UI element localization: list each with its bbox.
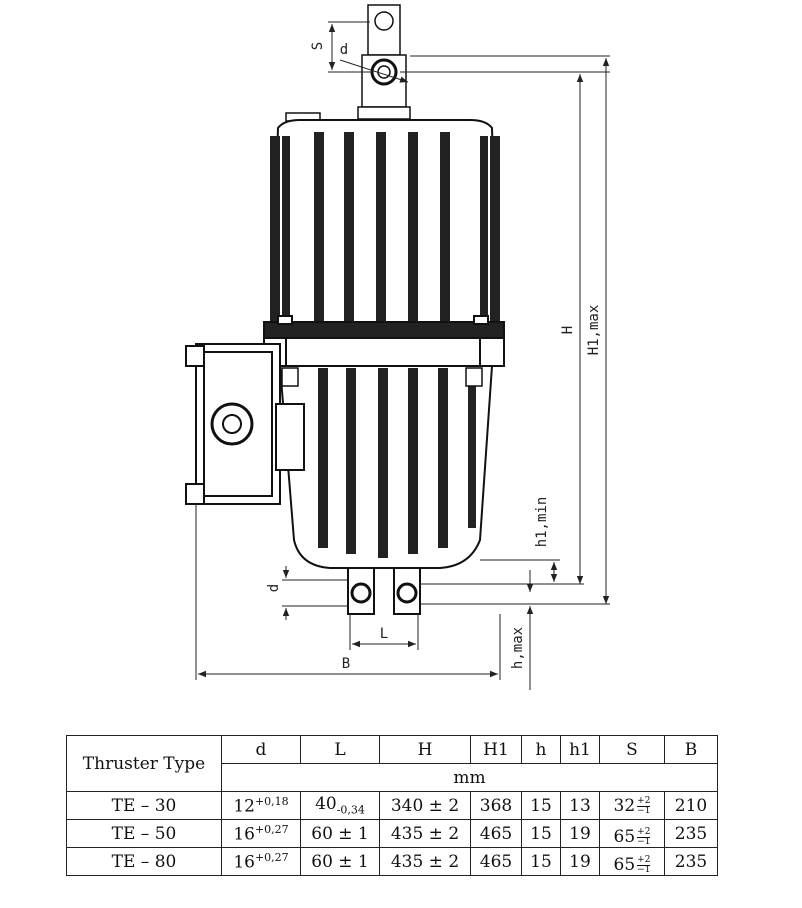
S-tol-up: +2	[637, 827, 651, 838]
S-cell: 32+2−1	[599, 791, 665, 820]
S-tol-down: −1	[637, 865, 651, 875]
d-tolerance: +0,18	[254, 794, 289, 808]
S-tol-down: −1	[637, 837, 651, 847]
table-row: TE – 30 12+0,18 40-0,34 340 ± 2 368 15 1…	[66, 791, 718, 820]
S-tolerance: +2−1	[637, 855, 651, 875]
col-header-h1: h1	[560, 735, 600, 764]
bottom-clevis	[347, 567, 421, 615]
col-header-L: L	[300, 735, 380, 764]
h-cell: 15	[521, 819, 561, 848]
dim-label-B: B	[342, 656, 350, 672]
d-base: 16	[233, 824, 255, 845]
type-cell: TE – 50	[66, 819, 222, 848]
col-header-H1: H1	[470, 735, 522, 764]
h-cell: 15	[521, 791, 561, 820]
thruster-technical-drawing: S d H H1,max h1,min d L h,max B	[185, 4, 610, 690]
S-tolerance: +2−1	[637, 795, 651, 816]
lower-housing	[278, 365, 494, 569]
h1-cell: 13	[560, 791, 600, 820]
h1-cell: 19	[560, 819, 600, 848]
thruster-type-header: Thruster Type	[66, 735, 222, 792]
S-cell: 65+2−1	[599, 847, 665, 876]
col-header-d: d	[221, 735, 301, 764]
top-eye-clevis	[357, 4, 411, 120]
d-cell: 16+0,27	[221, 819, 301, 848]
S-tolerance: +2−1	[637, 827, 651, 847]
h1-cell: 19	[560, 847, 600, 876]
d-tolerance: +0,27	[254, 850, 289, 864]
L-base: 40	[315, 794, 337, 815]
H-cell: 435 ± 2	[379, 847, 471, 876]
dimension-lines	[195, 21, 610, 690]
table-row: TE – 80 16+0,27 60 ± 1 435 ± 2 465 15 19…	[66, 847, 718, 876]
B-cell: 235	[664, 819, 718, 848]
S-tol-up: +2	[637, 855, 651, 866]
unit-cell: mm	[221, 763, 718, 792]
center-flange	[263, 315, 505, 367]
terminal-box	[185, 343, 305, 505]
dim-label-L: L	[380, 626, 388, 642]
dim-label-S: S	[310, 42, 326, 50]
d-tolerance: +0,27	[254, 822, 289, 836]
S-base: 65	[613, 855, 636, 875]
table-header-row: Thruster Type d L H H1 h h1 S B	[66, 735, 718, 792]
d-base: 16	[233, 852, 255, 873]
d-cell: 12+0,18	[221, 791, 301, 820]
H1-cell: 465	[470, 847, 522, 876]
col-header-H: H	[379, 735, 471, 764]
L-cell: 60 ± 1	[300, 847, 380, 876]
H-cell: 340 ± 2	[379, 791, 471, 820]
S-tol-up: +2	[637, 795, 651, 807]
unit-row: mm	[67, 763, 718, 792]
S-cell: 65+2−1	[599, 819, 665, 848]
dim-label-hmax: h,max	[510, 627, 526, 669]
col-header-S: S	[599, 735, 665, 764]
col-header-B: B	[664, 735, 718, 764]
dim-label-d-bottom: d	[266, 584, 282, 592]
H1-cell: 368	[470, 791, 522, 820]
S-base: 32	[613, 795, 636, 816]
d-cell: 16+0,27	[221, 847, 301, 876]
type-cell: TE – 80	[66, 847, 222, 876]
H-cell: 435 ± 2	[379, 819, 471, 848]
B-cell: 235	[664, 847, 718, 876]
L-cell: 40-0,34	[300, 791, 380, 820]
type-cell: TE – 30	[66, 791, 222, 820]
table-row: TE – 50 16+0,27 60 ± 1 435 ± 2 465 15 19…	[66, 819, 718, 848]
S-base: 65	[613, 827, 636, 847]
S-tol-down: −1	[637, 805, 651, 816]
L-tolerance: -0,34	[336, 803, 365, 817]
thruster-spec-table: Thruster Type d L H H1 h h1 S B mm TE – …	[66, 735, 718, 876]
d-base: 12	[233, 796, 255, 817]
upper-housing	[270, 112, 500, 323]
dim-label-h1min: h1,min	[534, 497, 550, 548]
B-cell: 210	[664, 791, 718, 820]
dim-label-H: H	[560, 326, 576, 334]
dim-label-H1max: H1,max	[586, 305, 602, 356]
H1-cell: 465	[470, 819, 522, 848]
L-cell: 60 ± 1	[300, 819, 380, 848]
col-header-h: h	[521, 735, 561, 764]
dim-label-d-top: d	[340, 42, 348, 58]
h-cell: 15	[521, 847, 561, 876]
